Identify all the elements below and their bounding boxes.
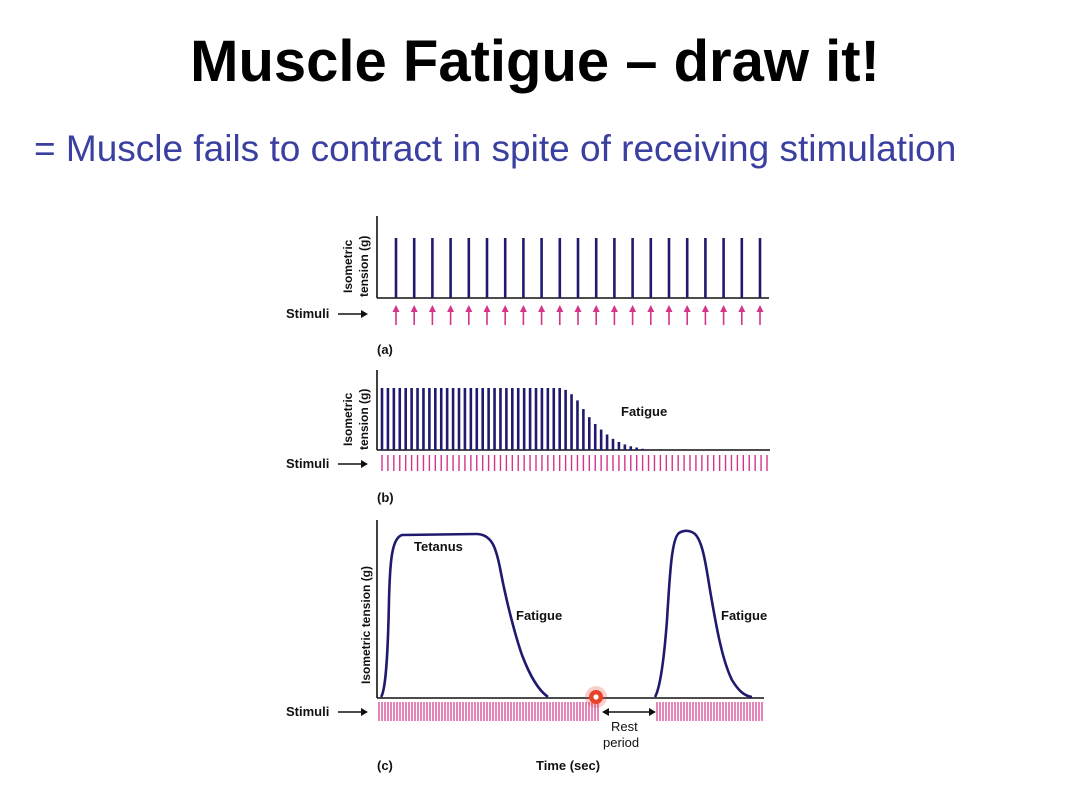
panel-b: Isometric tension (g) Fatigue Stimuli (b… <box>286 370 770 505</box>
stimulus-arrow-head <box>756 305 764 312</box>
stimulus-arrow-head <box>574 305 582 312</box>
stimulus-arrow-head <box>483 305 491 312</box>
stimulus-arrow-head <box>447 305 455 312</box>
slide-title: Muscle Fatigue – draw it! <box>190 29 880 94</box>
tetanus-label: Tetanus <box>414 539 463 554</box>
panel-a-stimulus-arrows <box>392 305 764 325</box>
stimulus-arrow-head <box>647 305 655 312</box>
panel-a-twitches <box>394 238 762 298</box>
panel-c-stimulus-train-1 <box>378 702 599 721</box>
stimulus-arrow-head <box>392 305 400 312</box>
panel-c-x-axis-label: Time (sec) <box>536 758 600 773</box>
stimulus-arrow-head <box>683 305 691 312</box>
panel-b-fatigue-label: Fatigue <box>621 404 667 419</box>
stimulus-arrow-head <box>410 305 418 312</box>
stimulus-arrow-head <box>701 305 709 312</box>
panel-c-fatigue-label-1: Fatigue <box>516 608 562 623</box>
stimulus-arrow-head <box>592 305 600 312</box>
panel-c-ylabel: Isometric tension (g) <box>359 566 373 684</box>
panel-a-label: (a) <box>377 342 393 357</box>
stimulus-arrow-head <box>738 305 746 312</box>
stimulus-arrow-head <box>519 305 527 312</box>
stimulus-arrow-head <box>665 305 673 312</box>
cursor-highlight <box>585 686 607 708</box>
stimulus-arrow-head <box>556 305 564 312</box>
tetanus-fatigue-trace-1 <box>379 532 549 699</box>
panel-c-label: (c) <box>377 758 393 773</box>
panel-b-label: (b) <box>377 490 394 505</box>
panel-a-ylabel-line2: tension (g) <box>357 236 371 297</box>
rest-period-arrowhead-left <box>602 708 609 716</box>
panel-b-stimuli-arrowhead <box>361 460 368 468</box>
stimulus-arrow-head <box>428 305 436 312</box>
panel-b-stimulus-ticks <box>381 455 768 471</box>
panel-a-ylabel-line1: Isometric <box>341 239 355 293</box>
panel-a: Isometric tension (g) Stimuli (a) <box>286 216 769 357</box>
panel-c-stimulus-train-2 <box>656 702 763 721</box>
panel-c-stimuli-arrowhead <box>361 708 368 716</box>
panel-a-stimuli-arrowhead <box>361 310 368 318</box>
rest-period-label-line2: period <box>603 735 639 750</box>
stimulus-arrow-head <box>538 305 546 312</box>
panel-b-ylabel-line2: tension (g) <box>357 389 371 450</box>
tetanus-fatigue-trace-2 <box>653 529 753 699</box>
panel-c-fatigue-label-2: Fatigue <box>721 608 767 623</box>
rest-period-label-line1: Rest <box>611 719 638 734</box>
panel-b-ylabel-line1: Isometric <box>341 392 355 446</box>
panel-b-stimuli-label: Stimuli <box>286 456 329 471</box>
panel-a-stimuli-label: Stimuli <box>286 306 329 321</box>
panel-c: Isometric tension (g) Tetanus Fatigue Fa… <box>286 520 767 773</box>
stimulus-arrow-head <box>610 305 618 312</box>
stimulus-arrow-head <box>720 305 728 312</box>
rest-period-arrowhead-right <box>649 708 656 716</box>
stimulus-arrow-head <box>465 305 473 312</box>
stimulus-arrow-head <box>501 305 509 312</box>
panel-c-stimuli-label: Stimuli <box>286 704 329 719</box>
panel-b-twitches <box>380 388 650 450</box>
stimulus-arrow-head <box>629 305 637 312</box>
slide-subtitle: = Muscle fails to contract in spite of r… <box>34 128 957 169</box>
